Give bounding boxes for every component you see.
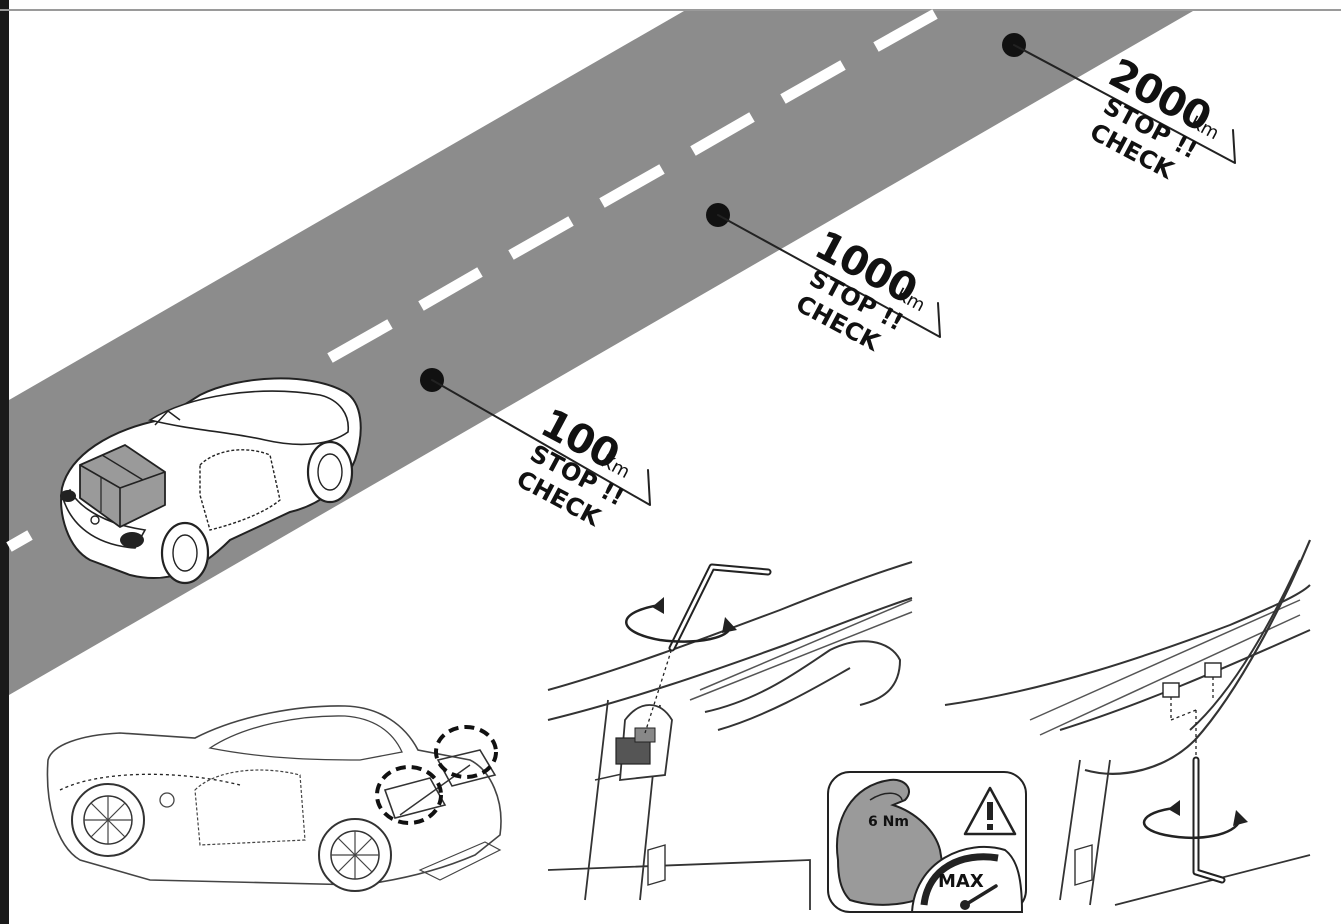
luggage-rack-with-bags xyxy=(79,443,166,529)
road xyxy=(6,9,1193,695)
rotate-arrow-icon xyxy=(625,597,737,643)
top-rule xyxy=(0,9,1341,11)
checkpoint-100: 100 Km STOP !! CHECK xyxy=(420,368,651,533)
mount-highlight xyxy=(434,725,498,779)
car-side-view-icon xyxy=(46,705,502,892)
mount-highlight xyxy=(375,765,443,825)
car-on-road-icon xyxy=(60,377,362,585)
warning-icon xyxy=(963,786,1017,836)
underside-detail-panel xyxy=(944,539,1312,906)
torque-badge: 6 Nm MAX xyxy=(827,771,1027,913)
tighten-detail-panel xyxy=(547,561,913,910)
allen-key-icon xyxy=(668,563,772,652)
checkpoint-2000: 2000 Km STOP !! CHECK xyxy=(1002,33,1236,185)
road-surface xyxy=(9,11,1193,695)
lane-markings xyxy=(6,9,938,552)
checkpoint-1000: 1000 Km STOP !! CHECK xyxy=(706,203,941,357)
left-border xyxy=(0,0,9,924)
allen-key-icon xyxy=(1192,756,1226,884)
flexed-arm-icon xyxy=(836,778,947,906)
rack-on-side-car xyxy=(383,749,497,819)
rotate-arrow-icon xyxy=(1142,800,1248,839)
max-label: MAX xyxy=(938,871,984,892)
gauge-icon: MAX xyxy=(910,845,1024,913)
bolt-pair xyxy=(1162,662,1222,760)
torque-value: 6 Nm xyxy=(868,814,909,830)
